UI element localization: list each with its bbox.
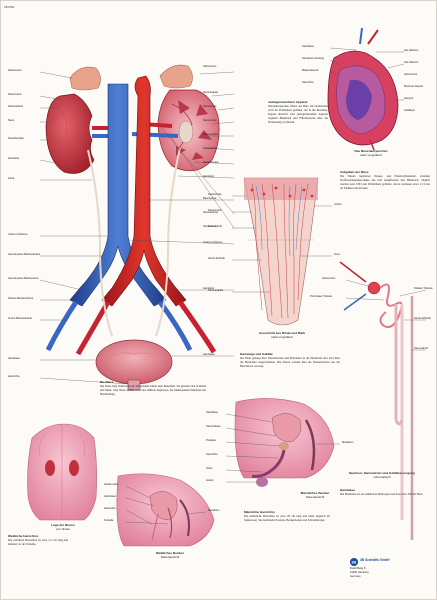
label-left-adrenal: Nebenniere <box>8 69 22 72</box>
label-right-pelvis: Nierenbecken <box>203 161 220 164</box>
label-female-4: Scheide <box>104 519 114 522</box>
publisher-brand: 3B Scientific GmbH <box>360 558 390 562</box>
publisher-logo-mark: 3B <box>350 558 358 566</box>
label-right-ivc: Untere Hohlvene <box>203 241 223 244</box>
left-ureter <box>87 149 113 337</box>
label-bladder-1: Harnblase <box>302 45 314 48</box>
left-adrenal-gland <box>69 66 101 91</box>
label-left-renal-vein: Nierenvene <box>8 93 22 96</box>
label-medulla-7: Vene <box>334 253 340 256</box>
label-nephron-2: Proximaler Tubulus <box>310 295 333 298</box>
label-medulla-1: Nierenrinde <box>208 193 222 196</box>
label-left-ureter: Harnleiter <box>8 157 20 160</box>
nephron-diagram <box>339 261 414 540</box>
label-medulla-6: Arterie <box>334 203 342 206</box>
female-pelvis-figure <box>116 473 215 547</box>
label-left-common-iliac-artery: Gemeinsame Beckenarterie <box>8 253 41 256</box>
label-right-renal-artery: Nierenarterie <box>203 211 218 214</box>
label-left-bladder: Harnblase <box>8 357 20 360</box>
label-left-internal-iliac: Innere Beckenarterie <box>8 317 33 320</box>
label-left-common-iliac-vein: Gemeinsame Beckenvene <box>8 277 39 280</box>
label-right-medulla: Nierenmark <box>203 119 217 122</box>
label-right-ureter: Harnleiter <box>203 175 215 178</box>
label-corpuscle-4: Bowman-Kapsel <box>404 85 423 88</box>
male-pelvis-figure <box>234 398 335 487</box>
label-corpuscle-5: Harnpol <box>404 97 414 100</box>
label-male-6: Hoden <box>206 479 214 482</box>
label-right-papilla: Nierenpapille <box>203 133 219 136</box>
label-male-5: Penis <box>206 467 213 470</box>
label-nephron-5: Sammelrohr <box>414 347 429 350</box>
label-male-3: Prostata <box>206 439 216 442</box>
label-female-1: Gebärmutter <box>104 483 119 486</box>
label-bladder-3: Blasendreieck <box>302 69 319 72</box>
label-corpuscle-1: Vas afferens <box>404 49 419 52</box>
publisher-line-3: Germany <box>350 575 361 578</box>
label-female-2: Harnblase <box>104 495 116 498</box>
label-corpuscle-2: Vas efferens <box>404 61 419 64</box>
label-right-ureter-lower: Harnleiter <box>203 287 215 290</box>
label-female-3: Harnröhre <box>104 507 116 510</box>
label-right-adrenal: Nebenniere <box>203 65 217 68</box>
back-view-figure <box>27 423 97 521</box>
poster-code: VB 3703 <box>4 6 14 9</box>
label-left-ivc: Untere Hohlvene <box>8 233 28 236</box>
label-nephron-4: Henle-Schleife <box>414 317 431 320</box>
label-right-capsule: Nierenkapsel <box>203 91 219 94</box>
label-male-1: Harnblase <box>206 411 218 414</box>
right-adrenal-gland <box>159 64 193 89</box>
urinary-bladder <box>95 339 173 391</box>
label-left-urethra: Harnröhre <box>8 375 20 378</box>
left-kidney <box>45 93 95 174</box>
label-bladder-4: Harnröhre <box>302 81 314 84</box>
right-kidney-section <box>157 89 220 172</box>
bladder-section <box>327 27 399 151</box>
label-left-aorta: Aorta <box>8 177 15 180</box>
label-right-calyx: Nierenkelch <box>203 147 217 150</box>
label-left-renal-artery: Nierenarterie <box>8 105 23 108</box>
label-nephron-1: Glomerulus <box>322 277 336 280</box>
label-nephron-3: Distaler Tubulus <box>414 287 433 290</box>
label-left-external-iliac: Äußere Beckenarterie <box>8 297 34 300</box>
label-right-cortex: Nierenrinde <box>203 105 217 108</box>
publisher-line-1: Rudorffweg 8 <box>350 567 366 570</box>
label-right-bladder: Harnblase <box>203 353 215 356</box>
inferior-vena-cava <box>69 83 167 307</box>
label-medulla-5: Nierenpapille <box>208 289 224 292</box>
label-medulla-3: Sammelrohr <box>208 225 223 228</box>
label-left-renal-pelvis: Nierenbecken <box>8 137 25 140</box>
label-medulla-4: Henle-Schleife <box>208 257 225 260</box>
label-female-5: Mastdarm <box>208 509 220 512</box>
label-right-renal-vein: Nierenvene <box>203 225 217 228</box>
label-male-4: Harnröhre <box>206 453 218 456</box>
label-male-7: Mastdarm <box>342 441 354 444</box>
label-right-aorta: Bauchaorta <box>203 197 217 200</box>
label-bladder-2: Harnleitermündung <box>302 57 325 60</box>
label-male-2: Samenblase <box>206 425 221 428</box>
label-medulla-2: Nierenmark <box>208 209 222 212</box>
label-corpuscle-6: Gefäßpol <box>404 109 415 112</box>
label-corpuscle-3: Glomerulus <box>404 73 418 76</box>
svg-text:3B: 3B <box>352 561 357 565</box>
label-left-kidney: Niere <box>8 119 15 122</box>
cortex-medulla-section <box>243 177 319 326</box>
right-ureter <box>155 147 181 337</box>
publisher-line-2: 21031 Hamburg <box>350 571 369 574</box>
